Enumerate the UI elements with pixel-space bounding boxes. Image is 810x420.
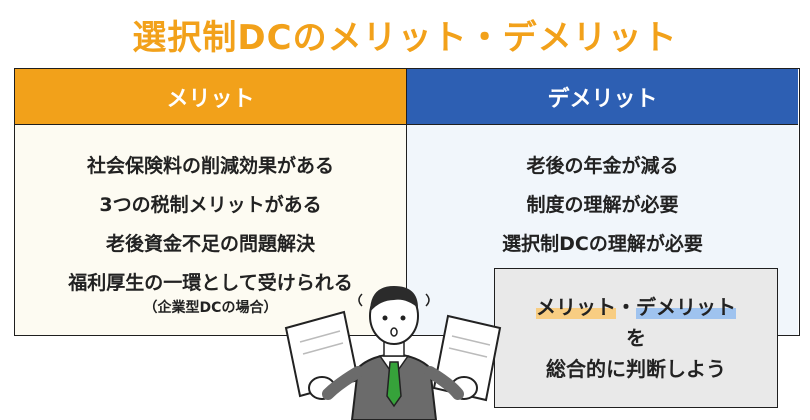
merit-note: （企業型DCの場合） <box>143 300 278 316</box>
merit-item: 福利厚生の一環として受けられる <box>68 272 353 294</box>
demerit-item: 制度の理解が必要 <box>526 194 679 216</box>
left-document-icon <box>284 310 360 398</box>
callout-line-2: を <box>626 325 646 350</box>
callout-separator: ・ <box>616 294 636 319</box>
confused-businessman-illustration <box>284 286 502 420</box>
demerit-item: 老後の年金が減る <box>526 155 679 177</box>
merit-list: 社会保険料の削減効果がある 3つの税制メリットがある 老後資金不足の問題解決 福… <box>15 125 406 317</box>
comparison-table: メリット 社会保険料の削減効果がある 3つの税制メリットがある 老後資金不足の問… <box>14 68 800 336</box>
demerit-item: 選択制DCの理解が必要 <box>502 233 703 255</box>
merit-header: メリット <box>15 69 406 125</box>
merit-item: 3つの税制メリットがある <box>99 194 322 216</box>
callout-line-3: 総合的に判断しよう <box>546 356 726 381</box>
demerit-header: デメリット <box>407 69 798 125</box>
merit-item: 老後資金不足の問題解決 <box>105 233 315 255</box>
conclusion-callout: メリット・デメリット を 総合的に判断しよう <box>494 268 778 408</box>
callout-line-1: メリット・デメリット <box>536 292 736 323</box>
callout-merit-word: メリット <box>536 294 616 319</box>
page-title: 選択制DCのメリット・デメリット <box>132 18 678 58</box>
callout-demerit-word: デメリット <box>636 294 736 319</box>
demerit-list: 老後の年金が減る 制度の理解が必要 選択制DCの理解が必要 <box>407 125 798 264</box>
merit-item: 社会保険料の削減効果がある <box>86 155 334 177</box>
merit-column: メリット 社会保険料の削減効果がある 3つの税制メリットがある 老後資金不足の問… <box>15 69 407 335</box>
